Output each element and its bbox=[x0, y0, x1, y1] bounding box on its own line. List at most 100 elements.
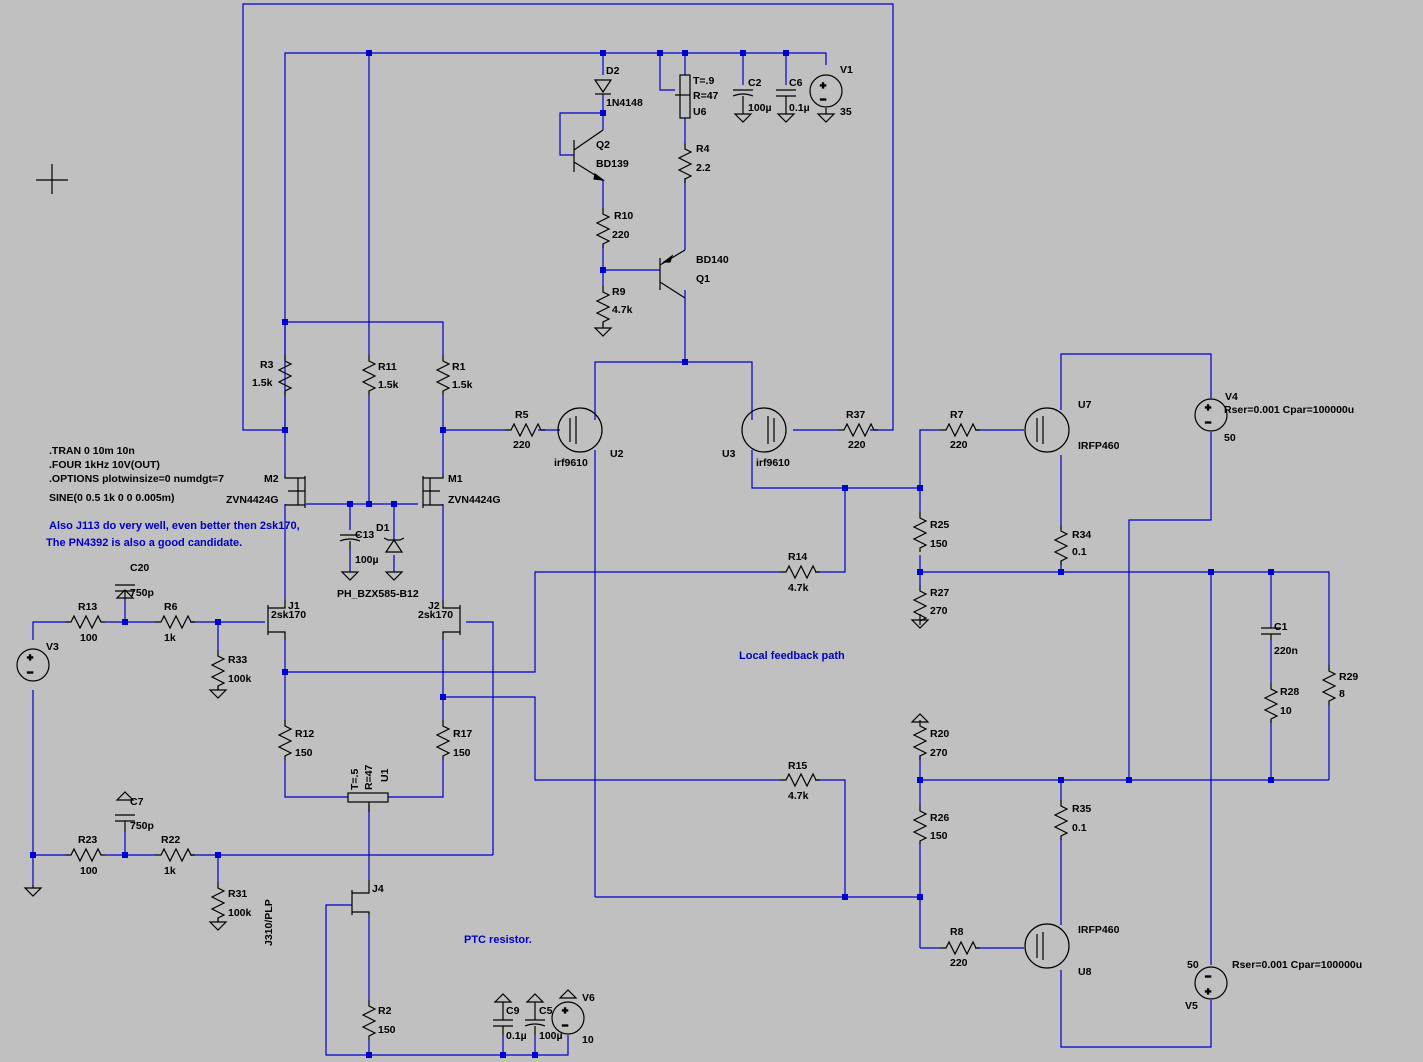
svg-text:R17: R17 bbox=[453, 728, 472, 740]
svg-text:+: + bbox=[562, 1005, 568, 1017]
resistor-r8 bbox=[939, 941, 981, 955]
svg-text:1.5k: 1.5k bbox=[452, 379, 473, 391]
svg-text:1k: 1k bbox=[164, 632, 176, 644]
svg-text:10: 10 bbox=[582, 1034, 594, 1046]
svg-text:R22: R22 bbox=[161, 834, 180, 846]
svg-text:1.5k: 1.5k bbox=[378, 379, 399, 391]
jfets bbox=[267, 600, 461, 915]
mosfets-power bbox=[557, 407, 1070, 969]
svg-text:R27: R27 bbox=[930, 587, 949, 599]
svg-text:1.5k: 1.5k bbox=[252, 377, 273, 389]
svg-text:Rser=0.001 Cpar=100000u: Rser=0.001 Cpar=100000u bbox=[1232, 959, 1362, 971]
label-val: 1N4148 bbox=[606, 97, 643, 109]
svg-text:2sk170: 2sk170 bbox=[271, 609, 306, 621]
svg-text:U1: U1 bbox=[379, 768, 391, 782]
svg-text:50: 50 bbox=[1187, 959, 1199, 971]
svg-text:35: 35 bbox=[840, 106, 852, 118]
svg-text:R35: R35 bbox=[1072, 803, 1091, 815]
svg-text:−: − bbox=[1205, 971, 1211, 983]
svg-text:R13: R13 bbox=[78, 601, 97, 613]
resistor-r10 bbox=[596, 207, 610, 249]
svg-text:C20: C20 bbox=[130, 562, 149, 574]
svg-text:220: 220 bbox=[848, 439, 866, 451]
svg-text:220n: 220n bbox=[1274, 645, 1298, 657]
svg-text:The PN4392 is also a good cand: The PN4392 is also a good candidate. bbox=[46, 537, 242, 549]
resistor-r29 bbox=[1322, 664, 1336, 706]
resistor-r4 bbox=[678, 142, 692, 184]
svg-text:U8: U8 bbox=[1078, 966, 1092, 978]
svg-text:U3: U3 bbox=[722, 448, 736, 460]
svg-text:Q2: Q2 bbox=[596, 139, 610, 151]
svg-text:150: 150 bbox=[930, 538, 948, 550]
resistor-r2 bbox=[362, 999, 376, 1041]
svg-text:1k: 1k bbox=[164, 865, 176, 877]
svg-text:V6: V6 bbox=[582, 992, 595, 1004]
resistor-r13 bbox=[64, 615, 106, 629]
svg-text:ZVN4424G: ZVN4424G bbox=[448, 494, 501, 506]
svg-text:.OPTIONS plotwinsize=0 numdgt=: .OPTIONS plotwinsize=0 numdgt=7 bbox=[49, 473, 224, 485]
resistor-r6 bbox=[154, 615, 196, 629]
svg-text:2.2: 2.2 bbox=[696, 162, 711, 174]
svg-text:R14: R14 bbox=[788, 551, 807, 563]
svg-text:0.1: 0.1 bbox=[1072, 546, 1087, 558]
svg-text:irf9610: irf9610 bbox=[554, 457, 588, 469]
svg-text:150: 150 bbox=[378, 1024, 396, 1036]
svg-text:150: 150 bbox=[930, 830, 948, 842]
potentiometers bbox=[347, 74, 691, 812]
wires bbox=[32, 3, 1330, 1056]
resistor-r11 bbox=[362, 354, 376, 396]
svg-text:−: − bbox=[1205, 417, 1211, 429]
resistor-r20 bbox=[913, 719, 927, 761]
resistor-r9 bbox=[596, 285, 610, 327]
svg-text:R8: R8 bbox=[950, 926, 964, 938]
svg-text:0.1µ: 0.1µ bbox=[506, 1030, 527, 1042]
svg-text:R9: R9 bbox=[612, 286, 626, 298]
resistor-r23 bbox=[64, 848, 106, 862]
svg-text:220: 220 bbox=[950, 439, 968, 451]
svg-text:M1: M1 bbox=[448, 473, 463, 485]
resistor-r35 bbox=[1054, 799, 1068, 841]
svg-text:M2: M2 bbox=[264, 473, 279, 485]
svg-text:R25: R25 bbox=[930, 519, 949, 531]
svg-text:V3: V3 bbox=[46, 641, 59, 653]
svg-text:100k: 100k bbox=[228, 673, 252, 685]
svg-text:V1: V1 bbox=[840, 64, 853, 76]
svg-text:R10: R10 bbox=[614, 210, 633, 222]
svg-text:R31: R31 bbox=[228, 888, 247, 900]
resistor-r26 bbox=[913, 804, 927, 846]
svg-text:R4: R4 bbox=[696, 143, 710, 155]
svg-text:R5: R5 bbox=[515, 409, 529, 421]
svg-text:R29: R29 bbox=[1339, 671, 1358, 683]
svg-text:50: 50 bbox=[1224, 432, 1236, 444]
svg-text:R12: R12 bbox=[295, 728, 314, 740]
svg-text:C7: C7 bbox=[130, 796, 144, 808]
svg-text:R=47: R=47 bbox=[363, 764, 375, 790]
resistor-r1 bbox=[436, 354, 450, 396]
svg-text:100: 100 bbox=[80, 865, 98, 877]
mosfets-small bbox=[284, 475, 444, 508]
svg-text:100µ: 100µ bbox=[539, 1030, 563, 1042]
svg-text:+: + bbox=[1205, 402, 1211, 414]
svg-text:100µ: 100µ bbox=[355, 554, 379, 566]
transistors-bjt bbox=[573, 129, 686, 299]
svg-text:R=47: R=47 bbox=[693, 90, 719, 102]
svg-text:4.7k: 4.7k bbox=[788, 582, 809, 594]
svg-text:150: 150 bbox=[295, 747, 313, 759]
svg-text:100µ: 100µ bbox=[748, 102, 772, 114]
svg-text:R7: R7 bbox=[950, 409, 964, 421]
svg-text:BD140: BD140 bbox=[696, 254, 729, 266]
svg-text:ZVN4424G: ZVN4424G bbox=[226, 494, 279, 506]
svg-text:R33: R33 bbox=[228, 654, 247, 666]
svg-text:R20: R20 bbox=[930, 728, 949, 740]
svg-text:220: 220 bbox=[612, 229, 630, 241]
svg-text:V4: V4 bbox=[1225, 391, 1238, 403]
svg-text:0.1µ: 0.1µ bbox=[789, 102, 810, 114]
svg-text:−: − bbox=[27, 667, 33, 679]
svg-text:D1: D1 bbox=[376, 522, 390, 534]
svg-text:750p: 750p bbox=[130, 587, 154, 599]
svg-text:C6: C6 bbox=[789, 77, 803, 89]
resistor-r28 bbox=[1264, 682, 1278, 724]
svg-text:220: 220 bbox=[513, 439, 531, 451]
